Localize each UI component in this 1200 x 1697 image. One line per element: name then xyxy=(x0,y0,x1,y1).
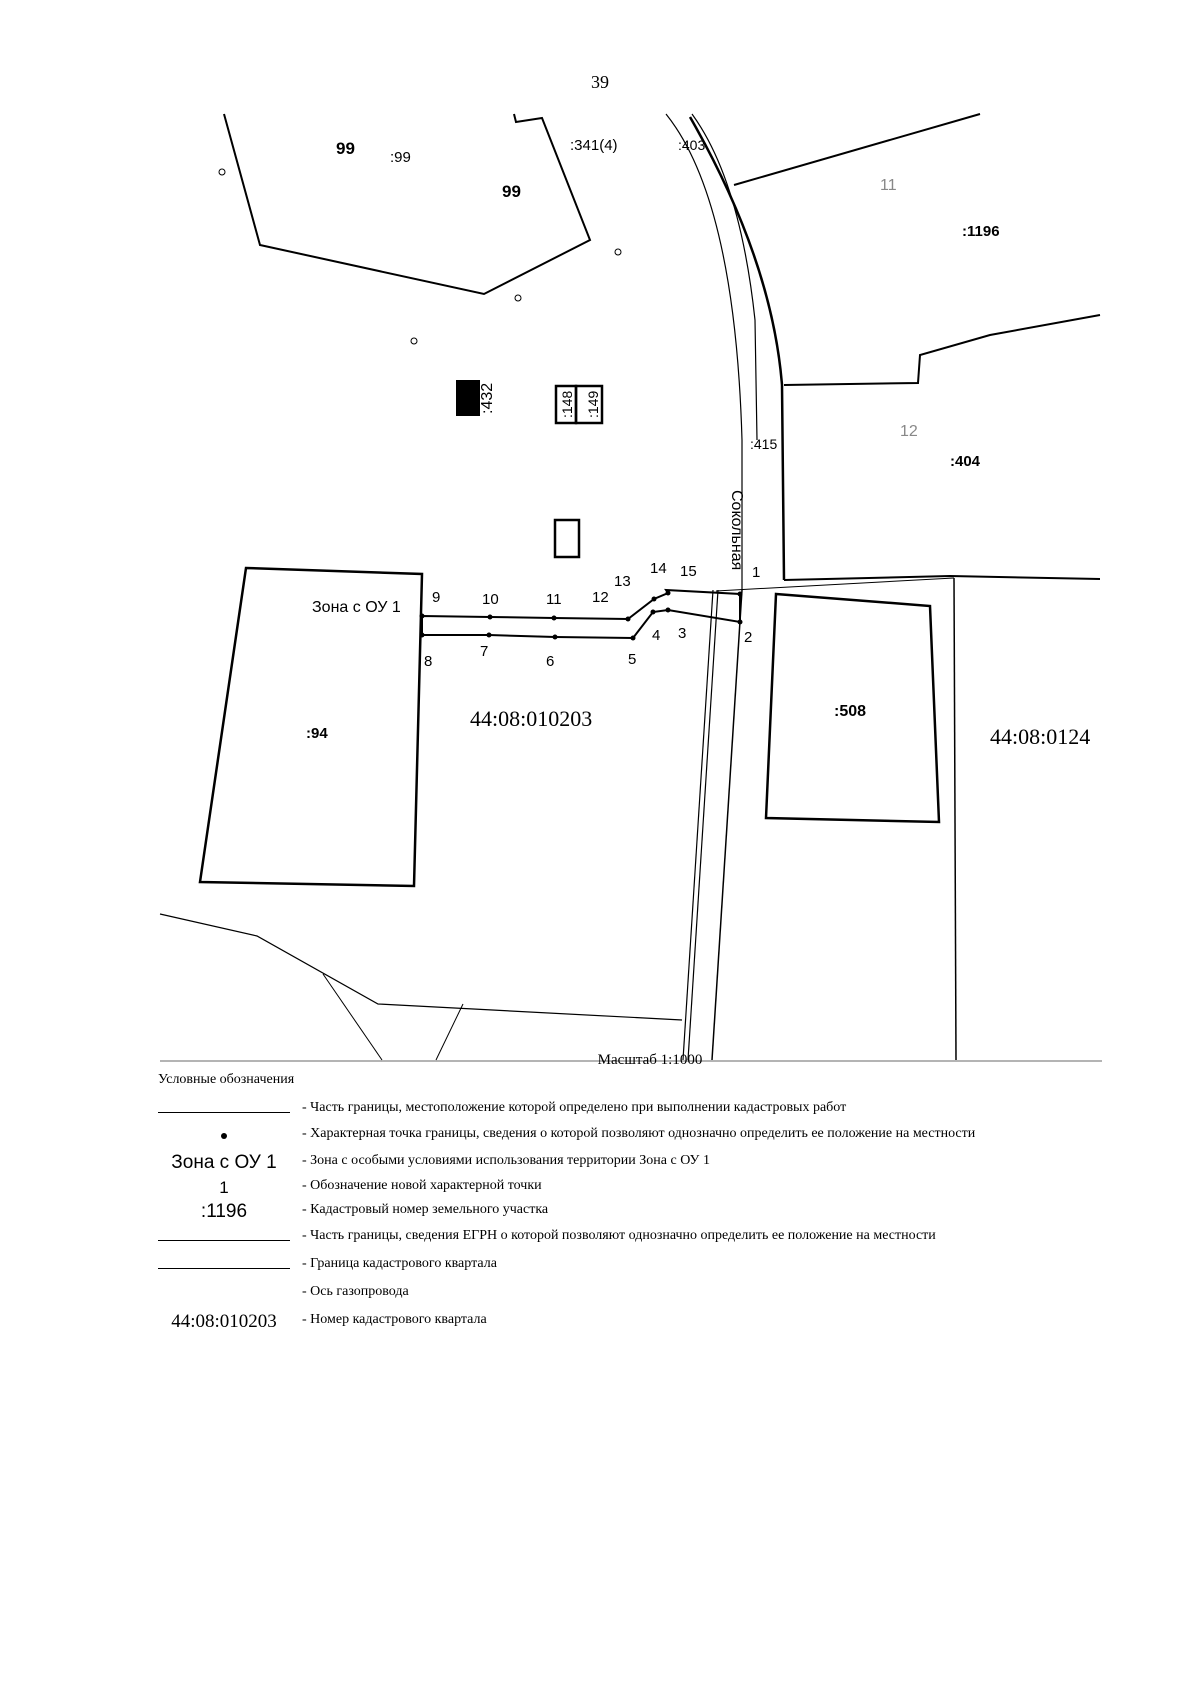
legend-item: - Часть границы, сведения ЕГРН о которой… xyxy=(158,1226,1098,1250)
point-label-9: 9 xyxy=(432,589,440,606)
terrain-line xyxy=(322,973,383,1061)
point-label-5: 5 xyxy=(628,651,636,668)
gas-pipeline-axis xyxy=(682,589,714,1061)
terrain-line xyxy=(159,913,683,1021)
legend-item: :1196 - Кадастровый номер земельного уча… xyxy=(200,1201,549,1222)
legend-symbol: :1196 xyxy=(200,1201,248,1222)
zone-ou1-boundary xyxy=(421,588,741,640)
parcel-1196-boundary xyxy=(733,113,981,186)
legend-item: - Ось газопровода xyxy=(158,1282,1098,1306)
label-parcel-404: :404 xyxy=(950,453,981,470)
point-label-10: 10 xyxy=(482,591,499,608)
quarter-line-icon xyxy=(158,1254,290,1278)
point-label-8: 8 xyxy=(424,653,432,670)
legend-item: Зона с ОУ 1 - Зона с особыми условиями и… xyxy=(171,1152,710,1173)
point-label-3: 3 xyxy=(678,625,686,642)
label-parcel-508: :508 xyxy=(834,703,866,720)
parcel-1196-lower xyxy=(783,314,1101,386)
point-label-11: 11 xyxy=(546,591,562,608)
legend-symbol: 44:08:010203 xyxy=(171,1311,277,1332)
point-dot-icon xyxy=(158,1124,290,1148)
parcel-404-boundary xyxy=(783,574,1101,581)
point-label-6: 6 xyxy=(546,653,554,670)
object-marker xyxy=(218,168,226,176)
label-quarter-12: 12 xyxy=(900,423,918,440)
point-label-4: 4 xyxy=(652,627,660,644)
label-building-148: :148 xyxy=(559,391,575,418)
scale-text: Масштаб 1:1000 xyxy=(597,1052,703,1068)
parcel-94-boundary xyxy=(198,566,424,888)
legend-title: Условные обозначения xyxy=(158,1072,295,1087)
building-432 xyxy=(456,380,480,416)
gas-axis-icon xyxy=(158,1282,290,1306)
legend-symbol: Зона с ОУ 1 xyxy=(171,1152,277,1173)
road-line-vertical xyxy=(711,589,743,1061)
characteristic-points xyxy=(419,590,743,641)
label-street-sokolnaya: Сокольная xyxy=(728,490,745,570)
point-label-13: 13 xyxy=(614,573,631,590)
legend-item: - Часть границы, местоположение которой … xyxy=(158,1098,1098,1122)
label-zone-ou1: Зона с ОУ 1 xyxy=(312,599,401,616)
small-building xyxy=(553,518,581,559)
label-parcel-1196: :1196 xyxy=(962,223,1000,240)
egrn-line-icon xyxy=(158,1226,290,1250)
quarter-boundary-diagonal xyxy=(715,577,955,592)
label-quarter-0124: 44:08:0124 xyxy=(990,724,1090,749)
object-marker xyxy=(514,294,522,302)
object-marker xyxy=(614,248,622,256)
label-parcel-403: :403 xyxy=(678,137,705,153)
road-edge-right xyxy=(691,113,758,441)
building-149 xyxy=(574,384,604,425)
road-edge-left xyxy=(665,113,743,590)
road-edge-bold xyxy=(688,116,786,581)
boundary-line-icon xyxy=(158,1098,290,1122)
label-quarter-11: 11 xyxy=(880,177,897,194)
point-label-7: 7 xyxy=(480,643,488,660)
road-line-vertical xyxy=(687,589,719,1061)
point-label-15: 15 xyxy=(680,563,697,580)
legend-symbol: 1 xyxy=(219,1178,229,1197)
cadastral-map: 99 :99 99 :341(4) :403 11 :1196 :432 :14… xyxy=(159,113,1102,1062)
label-parcel-415: :415 xyxy=(750,436,777,452)
label-parcel-94: :94 xyxy=(306,725,328,742)
quarter-boundary-vertical xyxy=(953,577,957,1061)
point-label-2: 2 xyxy=(744,629,752,646)
legend-item: - Характерная точка границы, сведения о … xyxy=(158,1124,1098,1148)
point-label-12: 12 xyxy=(592,589,609,606)
label-building-432: :432 xyxy=(479,383,496,414)
point-label-1: 1 xyxy=(752,564,760,581)
label-parcel-99: 99 xyxy=(336,139,355,158)
label-parcel-99-num: :99 xyxy=(390,149,411,166)
parcel-99-boundary xyxy=(223,113,592,296)
page-number: 39 xyxy=(591,72,609,92)
legend-item: 1 - Обозначение новой характерной точки xyxy=(219,1178,542,1197)
point-label-14: 14 xyxy=(650,560,667,577)
object-marker xyxy=(410,337,418,345)
label-parcel-341: :341(4) xyxy=(570,137,618,154)
legend-item: - Граница кадастрового квартала xyxy=(158,1254,1098,1278)
legend-item: 44:08:010203 - Номер кадастрового кварта… xyxy=(171,1311,487,1332)
terrain-line xyxy=(435,1003,464,1061)
label-parcel-99: 99 xyxy=(502,182,521,201)
parcel-508-boundary xyxy=(764,592,941,824)
label-quarter-010203: 44:08:010203 xyxy=(470,706,592,731)
label-building-149: :149 xyxy=(585,391,601,418)
